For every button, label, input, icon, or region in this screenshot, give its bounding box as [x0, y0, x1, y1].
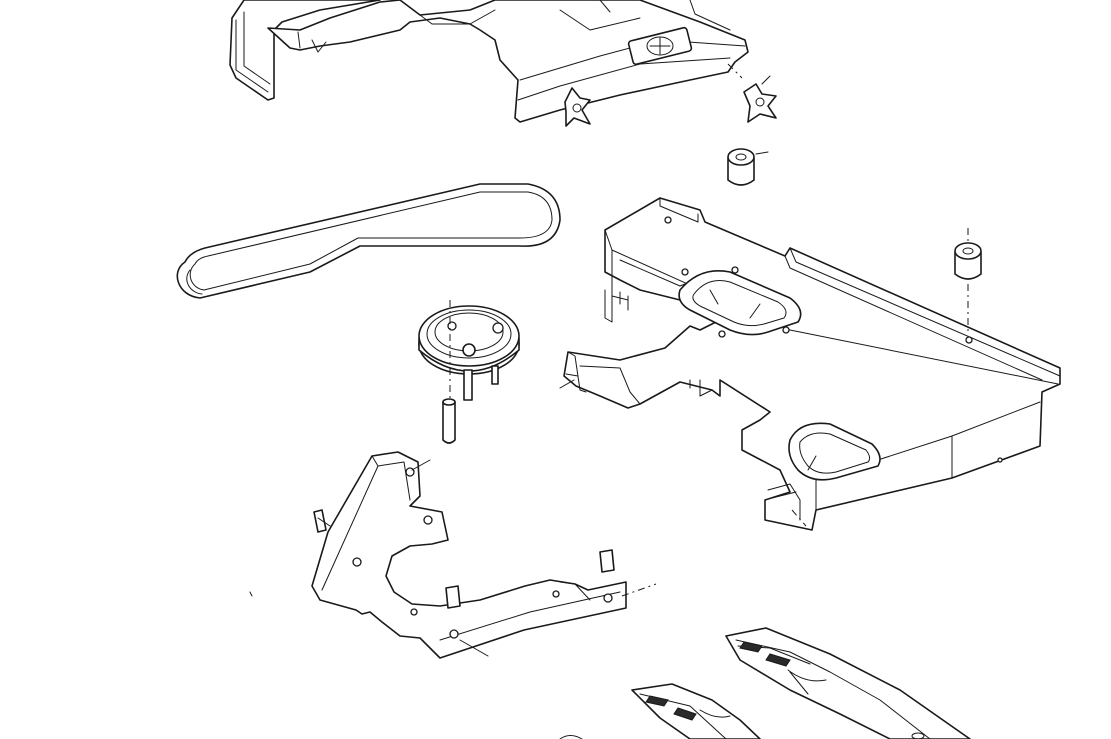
pulley[interactable] [418, 300, 520, 420]
mower-deck-housing[interactable] [559, 197, 1061, 531]
idler-bracket[interactable] [311, 451, 657, 659]
knob-left[interactable] [564, 87, 591, 127]
blade-right[interactable] [725, 627, 971, 739]
deck-cover[interactable] [229, 0, 749, 123]
knob-right[interactable] [743, 75, 777, 123]
leader-line [249, 591, 253, 597]
blade-left[interactable] [559, 683, 761, 739]
spacer-right[interactable] [954, 228, 982, 334]
spacer-upper[interactable] [727, 148, 769, 186]
drive-belt[interactable] [176, 183, 561, 299]
pulley-shaft[interactable] [442, 398, 456, 444]
